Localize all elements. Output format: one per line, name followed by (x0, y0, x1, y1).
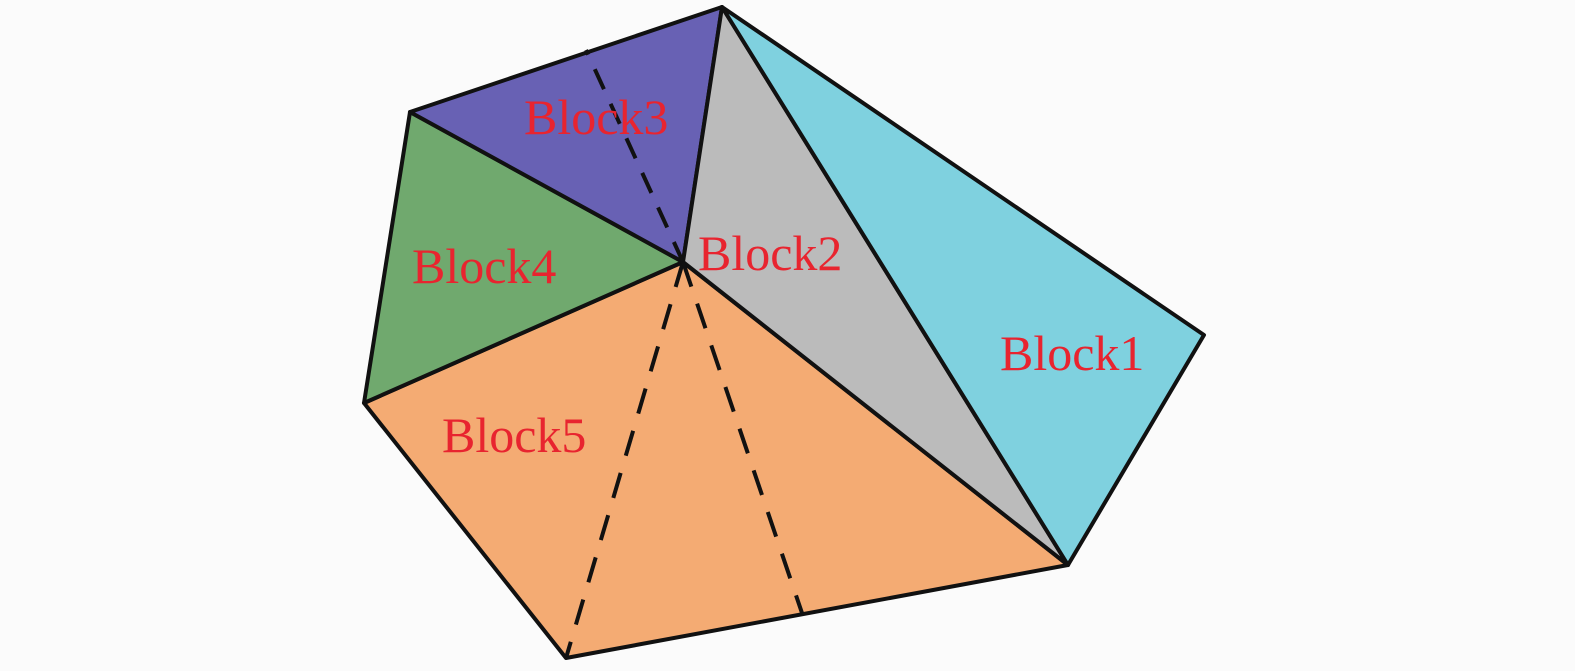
block5-label: Block5 (442, 407, 586, 463)
block1-label: Block1 (1000, 325, 1144, 381)
dashed-line-block3 (584, 49, 685, 263)
block4-label: Block4 (412, 238, 556, 294)
block1-region (720, 5, 1206, 567)
dashed-line-block5-left (564, 261, 685, 659)
block3-label: Block3 (524, 89, 668, 145)
dashed-line-block5-right (681, 261, 804, 614)
block2-label: Block2 (698, 225, 842, 281)
